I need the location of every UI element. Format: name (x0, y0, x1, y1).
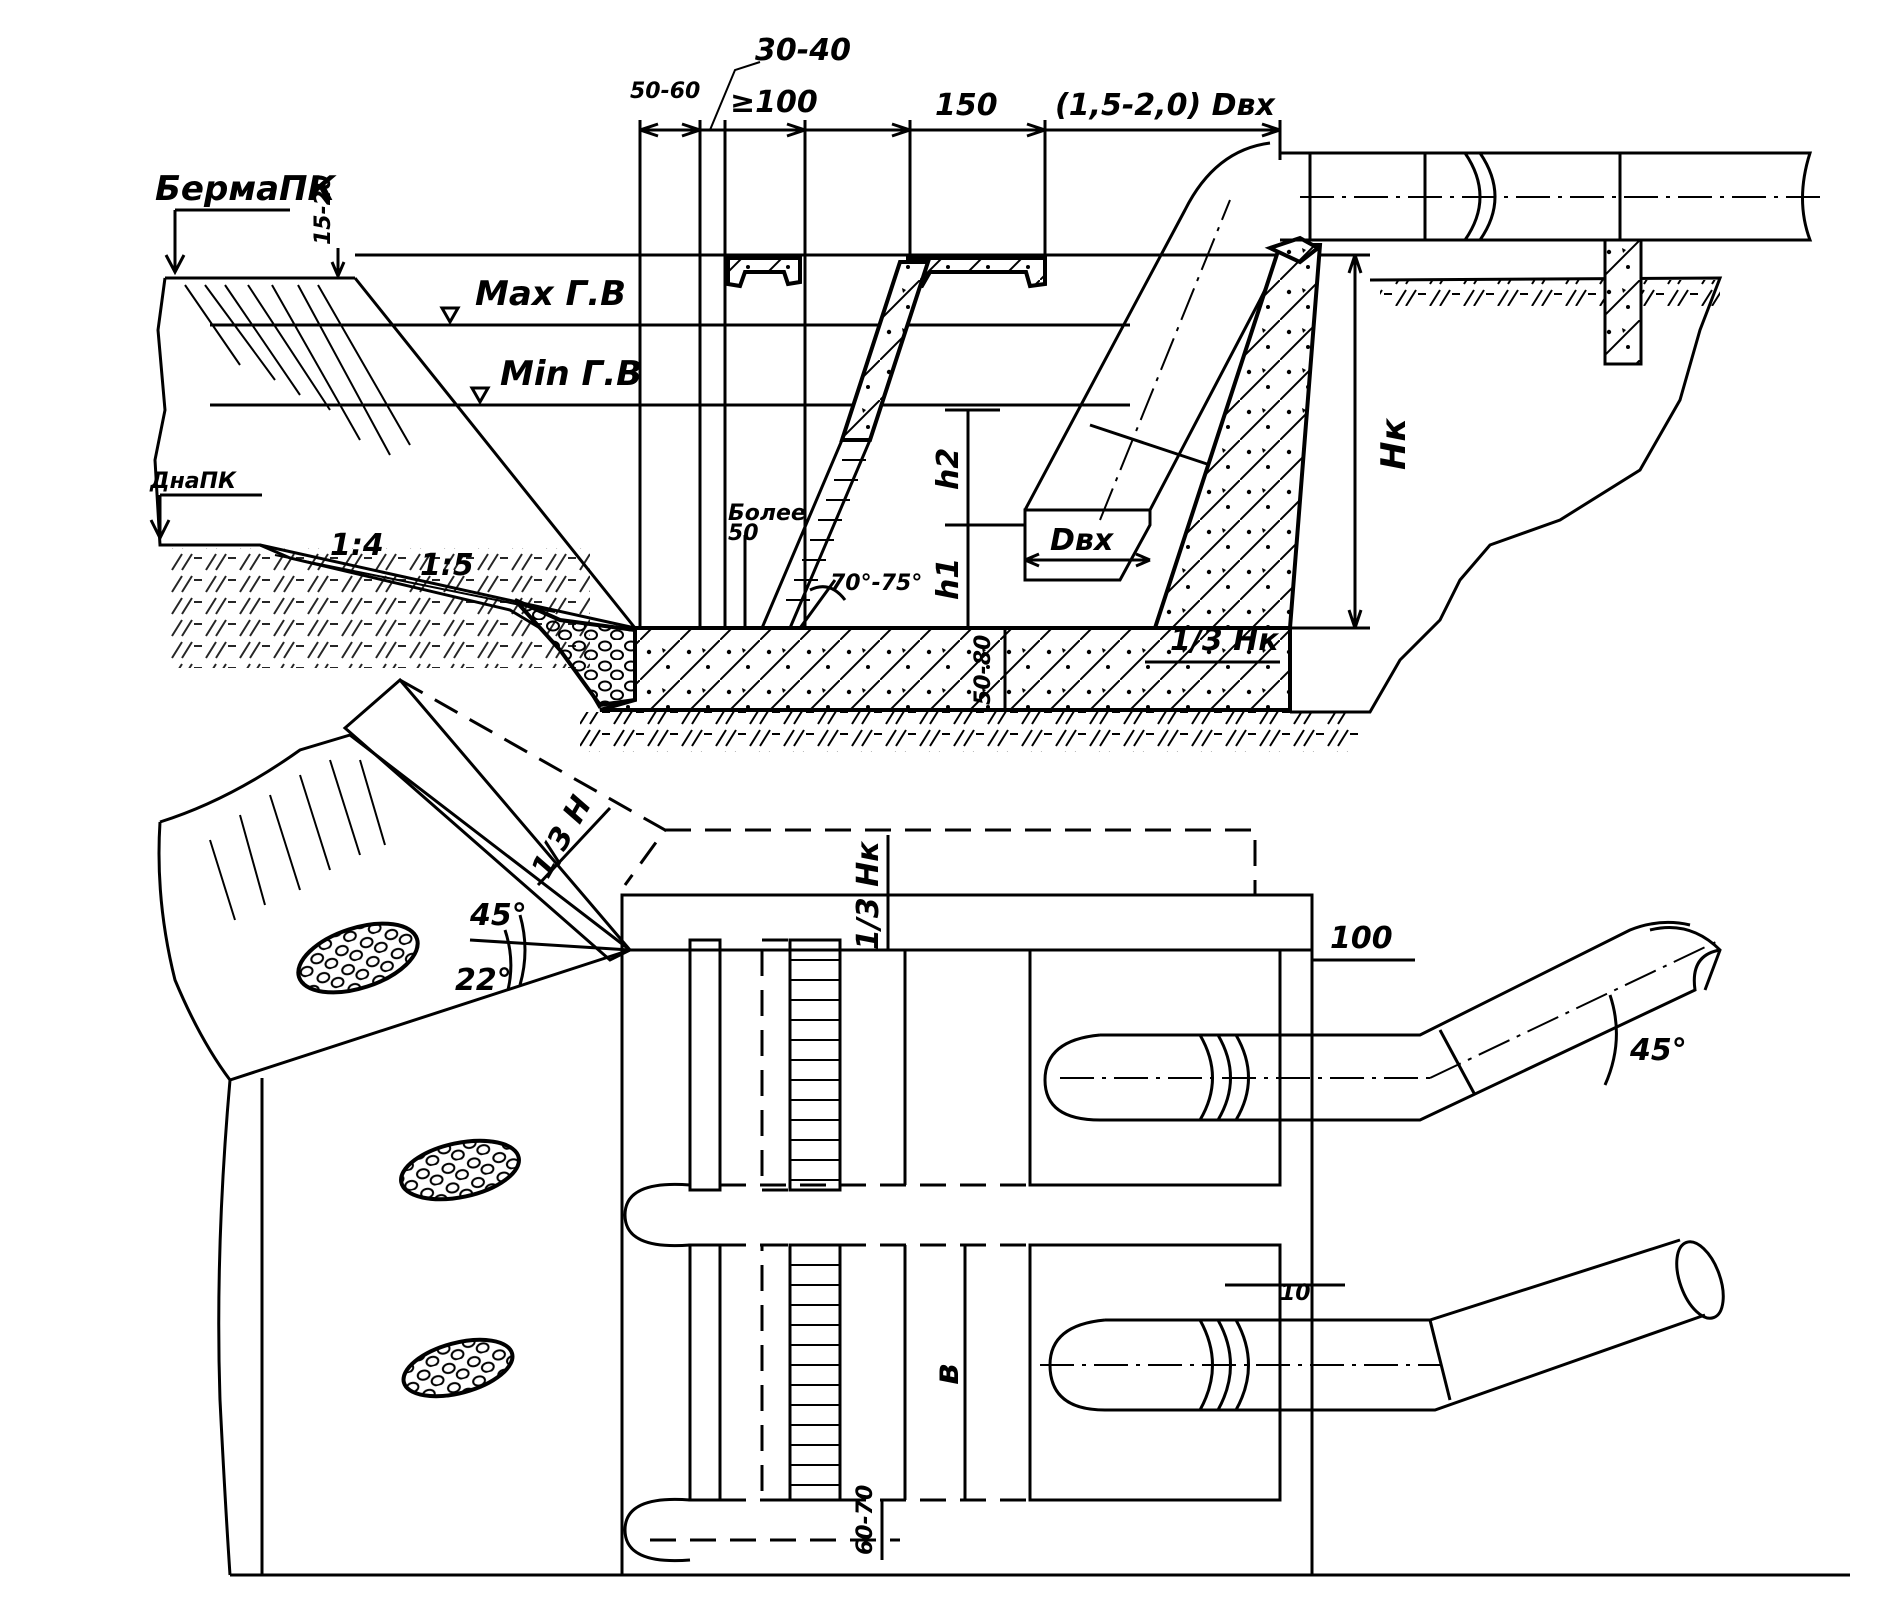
plan-bay-lower (1028, 1243, 1282, 1502)
suction-pipe-outer (1280, 151, 1813, 242)
pipe-support (1603, 238, 1643, 366)
plan-45-arc (1603, 994, 1618, 1086)
inclined-screen-mesh (759, 438, 873, 630)
riprap-patch-2 (399, 1138, 521, 1202)
construction-lines (638, 120, 1282, 628)
min-level-triangle (469, 386, 491, 406)
max-level-triangle (439, 306, 461, 326)
plan-basin (620, 893, 1314, 1577)
dim-d-in-range: (1,5-2,0) Dвх (1055, 88, 1276, 123)
intake-pipe-centerline (1099, 199, 1231, 521)
not-less-value: 50 (728, 521, 759, 546)
not-less-label: Более (728, 501, 806, 526)
riprap-patch-3 (401, 1337, 515, 1399)
right-ground-hatch (1380, 280, 1720, 306)
slope-2-label: 1:5 (420, 548, 474, 583)
max-water-level-label: Max Г.В (475, 274, 626, 314)
plan-angle-45-right-label: 45° (1629, 1033, 1687, 1068)
plan-bypass-lower (623, 1497, 691, 1563)
slope-1-label: 1:4 (330, 528, 384, 563)
berm-marker (164, 208, 290, 276)
screen-frame-upper-1 (688, 938, 722, 1192)
angle-label: 70°-75° (830, 571, 922, 596)
third-hk-label: 1/3 Hк (1170, 623, 1279, 658)
plan-bank-hatching (209, 759, 386, 921)
plan-dim-100-label: 100 (1330, 921, 1393, 956)
top-dimension-ticks (639, 122, 1281, 138)
screen-mesh-upper-lines (790, 959, 840, 1181)
plan-bypass-upper (623, 1182, 691, 1248)
screen-mesh-hatch (786, 459, 866, 601)
berm-label: БермаПК (155, 169, 338, 209)
floor-thickness-label: 50-80 (971, 635, 996, 705)
angle-arc (798, 579, 847, 629)
dim-150: 150 (935, 88, 998, 123)
freeboard-arrows (330, 248, 346, 280)
lower-pipe-joints (1198, 1319, 1452, 1411)
section-view: БермаПК 15-20 Max Г.В Min Г.В ДнаПК 1:4 … (149, 33, 1820, 752)
plan-dim-10-label: 10 (1280, 1281, 1311, 1306)
right-ground-outline (1290, 276, 1723, 714)
screen-frame-lower-1 (688, 1243, 722, 1502)
d-in-label: Dвх (1050, 523, 1115, 558)
plan-left-bank (157, 733, 634, 1082)
h1-label: h1 (931, 558, 966, 600)
dim-100: ≥100 (730, 85, 818, 120)
dim-50-60: 50-60 (630, 79, 700, 104)
plan-angle-ref (469, 938, 631, 952)
bottom-label: ДнаПК (149, 469, 237, 494)
hk-label: Hк (1374, 418, 1414, 470)
ground-hatch-bottom (580, 712, 1360, 752)
plan-third-hk-label: 1/3 Hк (851, 841, 886, 950)
hk-arrows (1347, 254, 1363, 629)
screen-frame-lower-2 (760, 1243, 792, 1502)
min-water-level-label: Min Г.В (500, 354, 642, 394)
beam-left (726, 256, 802, 289)
plan-bay-upper (1028, 948, 1282, 1187)
lower-pipe-end (1675, 1240, 1725, 1320)
upper-pipe-end (1649, 926, 1722, 991)
upper-pipe-joints (1198, 1029, 1477, 1121)
dim-30-40: 30-40 (755, 33, 851, 68)
bottom-slab (599, 626, 1292, 712)
plan-dim-b-label: в (927, 1363, 967, 1385)
plan-angle-arcs (503, 914, 527, 991)
h2-label: h2 (931, 448, 966, 490)
ground-hatch-left (170, 548, 590, 668)
intake-pipe-elbow (1023, 508, 1152, 582)
screen-mesh-lower-lines (790, 1264, 840, 1486)
plan-bank-edge (217, 1079, 232, 1576)
screen-mesh-lower (788, 1243, 842, 1502)
upper-suction-pipe (1043, 920, 1721, 1122)
plan-angle-22-label: 22° (455, 963, 512, 998)
plan-third-h-label: 1/3 H (525, 790, 599, 884)
screen-mesh-upper (788, 938, 842, 1192)
plan-view: 1/3 H 1/3 Hк 45° 22° 100 45° в 60-70 10 (157, 677, 1850, 1577)
right-retaining-wall (1152, 243, 1323, 630)
bank-hatching (184, 284, 411, 456)
freeboard-label: 15-20 (311, 175, 336, 245)
plan-third-h-dim (536, 806, 612, 887)
bottom-marker (149, 493, 262, 542)
intake-pipe-section (1089, 423, 1211, 467)
plan-basin-dashed-top (665, 828, 1257, 895)
inclined-screen-wall (839, 260, 931, 442)
plan-angle-45-left-label: 45° (469, 898, 527, 933)
lower-suction-pipe (1048, 1238, 1706, 1412)
plan-dim-60-70-label: 60-70 (853, 1485, 878, 1555)
suction-pipe-joints (1308, 152, 1622, 241)
screen-frame-upper-2 (760, 938, 792, 1192)
leader-30-40 (709, 61, 761, 131)
d-in-dim (1024, 552, 1151, 568)
riprap-patch-1 (296, 921, 420, 995)
